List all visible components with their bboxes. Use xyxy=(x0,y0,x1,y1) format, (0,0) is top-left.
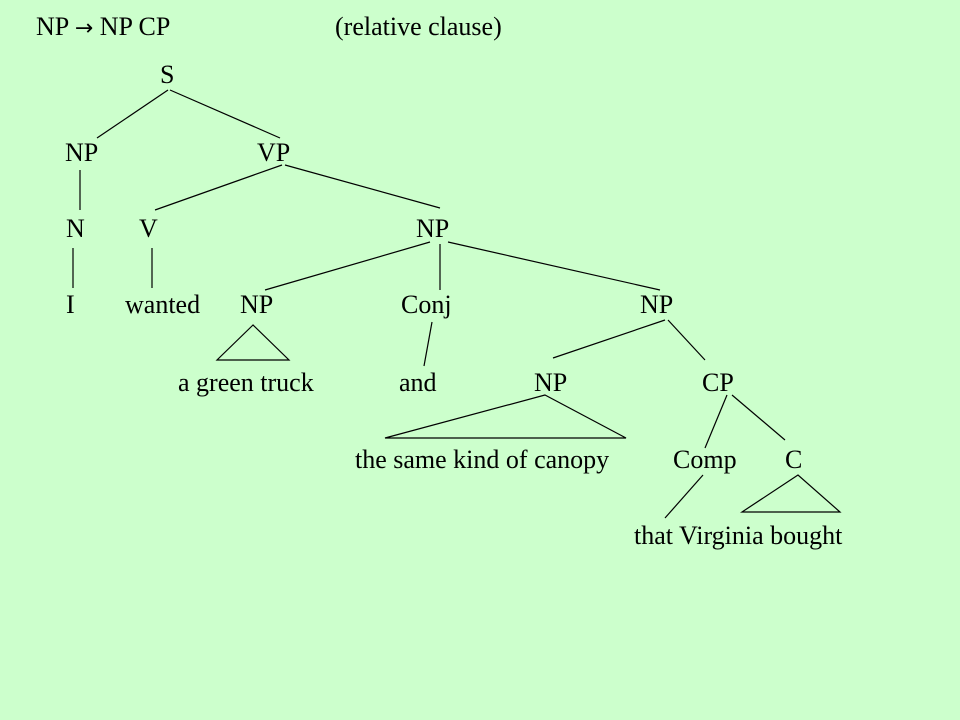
edge-np-npa xyxy=(264,241,431,291)
node-n: N xyxy=(66,214,85,243)
node-np-subject: NP xyxy=(65,138,99,167)
edge-conj-and xyxy=(423,321,433,367)
node-conj: Conj xyxy=(401,290,452,319)
word-i: I xyxy=(66,290,75,319)
rule-heading: NP → NP CP xyxy=(36,12,170,44)
edge-cp-c xyxy=(731,394,786,441)
rule-rhs: NP CP xyxy=(99,12,171,41)
arrow-icon: → xyxy=(74,16,94,41)
rule-lhs: NP xyxy=(36,12,69,41)
node-vp: VP xyxy=(257,138,291,167)
node-cp: CP xyxy=(702,368,734,397)
phrase-a-green-truck: a green truck xyxy=(178,368,314,397)
edge-s-np xyxy=(96,89,169,139)
node-np-inner: NP xyxy=(534,368,568,397)
node-comp: Comp xyxy=(673,445,737,474)
edge-npb-cp xyxy=(667,319,706,361)
edge-comp-that xyxy=(664,474,704,519)
word-wanted: wanted xyxy=(125,290,201,319)
node-np-a: NP xyxy=(240,290,274,319)
edge-np-npb xyxy=(447,241,661,291)
triangle-that-virginia xyxy=(740,474,842,513)
phrase-that-virginia-bought: that Virginia bought xyxy=(634,521,843,550)
triangle-a-green-truck xyxy=(215,324,291,361)
node-np-b: NP xyxy=(640,290,674,319)
word-and: and xyxy=(399,368,437,397)
node-v: V xyxy=(139,214,158,243)
node-c: C xyxy=(785,445,803,474)
node-s: S xyxy=(160,60,175,89)
rule-note: (relative clause) xyxy=(335,12,502,41)
triangle-the-same-kind xyxy=(384,394,627,439)
node-np-object: NP xyxy=(416,214,450,243)
edge-vp-np xyxy=(284,164,441,209)
edge-npb-npinner xyxy=(552,319,666,359)
edge-vp-v xyxy=(154,164,283,211)
phrase-the-same-kind: the same kind of canopy xyxy=(355,445,610,474)
edge-cp-comp xyxy=(704,394,728,449)
edge-s-vp xyxy=(169,89,281,139)
